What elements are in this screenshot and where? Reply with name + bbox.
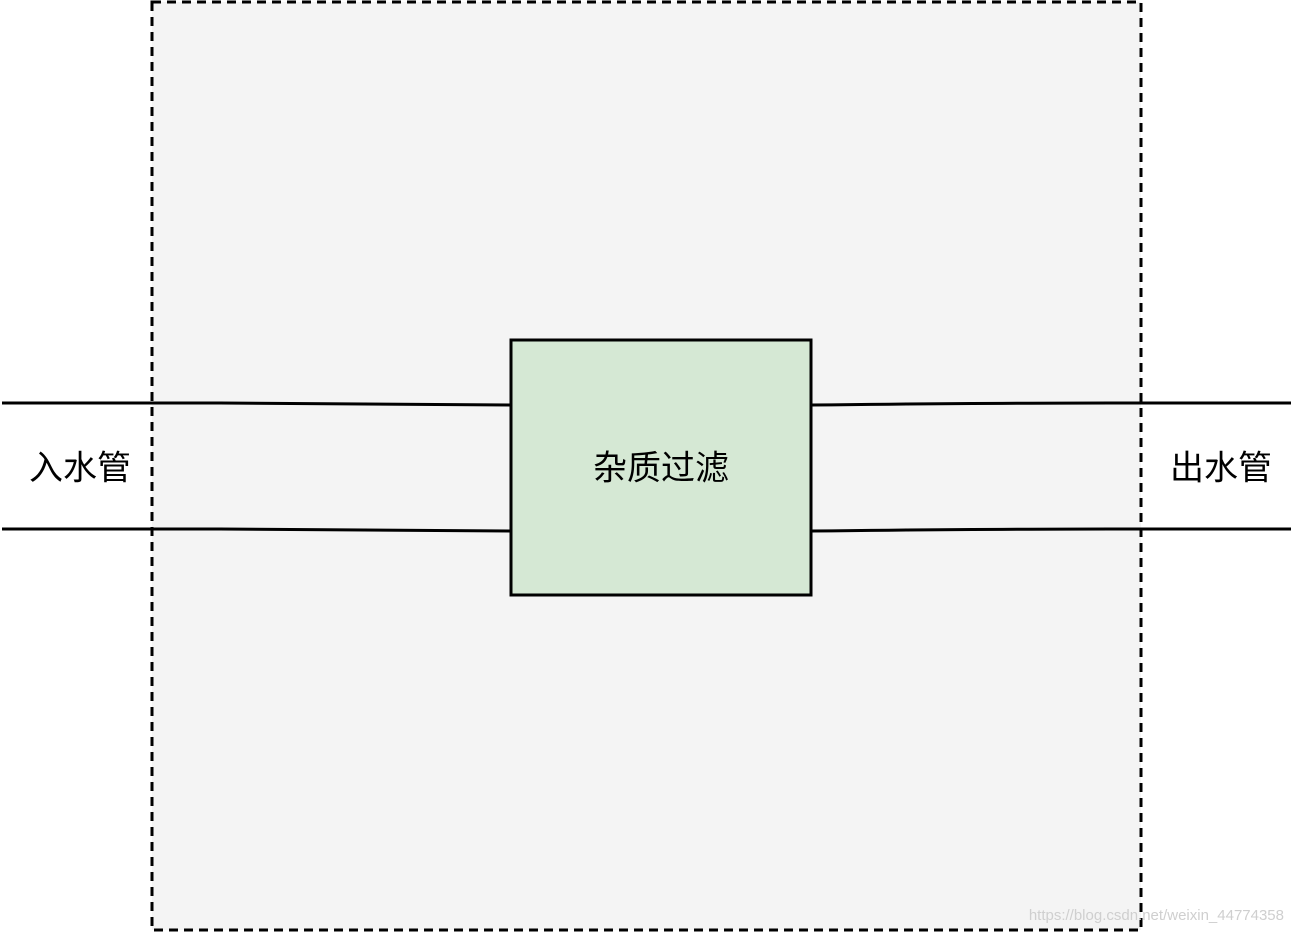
filter-label: 杂质过滤 (593, 449, 729, 489)
filter-box (509, 338, 813, 597)
outlet-pipe-bottom-line (810, 527, 1291, 533)
inlet-pipe-top-line (2, 401, 512, 407)
watermark-text: https://blog.csdn.net/weixin_44774358 (1029, 907, 1284, 924)
outlet-pipe-label: 出水管 (1170, 449, 1272, 489)
inlet-pipe-bottom-line (2, 527, 512, 533)
outlet-pipe-top-line (810, 401, 1291, 407)
inlet-pipe-label: 入水管 (29, 449, 131, 489)
